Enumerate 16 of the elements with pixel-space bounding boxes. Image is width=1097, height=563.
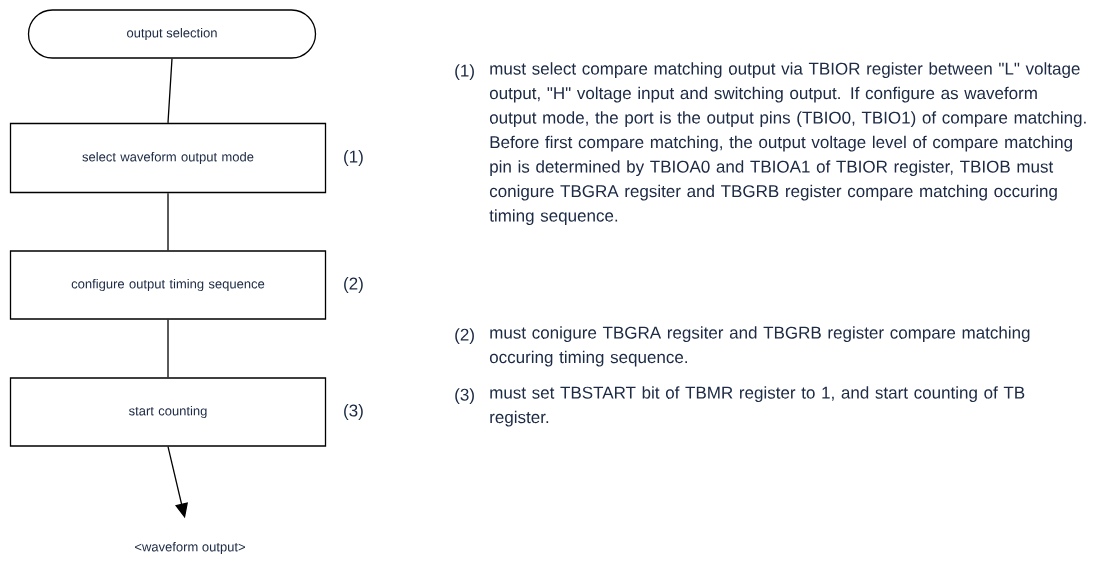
note-number: (2): [455, 328, 474, 345]
note-text: must conigure TBGRA regsiter and TBGRB register compare matching occuring timing sequence.: [489, 326, 1030, 367]
note-text: must set TBSTART bit of TBMR register to 1, and start counting of TB register.: [490, 386, 1025, 427]
note-text: must select compare matching output via TBIOR register between "L" voltage output, "H" voltage input and switching output. If configure as waveform output mode, the port is the output pins (TBIO0, TBIO1) of compare matching. Before first compare matching, the output voltage level of compare matching pin is determined by TBIOA0 and TBIOA1 of TBIOR register, TBIOB must conigure TBGRA regsiter and TBGRB register compare matching occuring timing sequence.: [489, 62, 1086, 226]
process-box: select waveform output mode: [9, 122, 327, 194]
connector-line: [167, 192, 169, 251]
connector-line: [167, 58, 173, 124]
connector-line: [167, 319, 169, 378]
process-box: configure output timing sequence: [9, 250, 327, 320]
note-number: (1): [455, 64, 474, 81]
note-number: (3): [455, 388, 474, 405]
step-number: (1): [344, 150, 363, 166]
step-number: (3): [344, 404, 363, 420]
output-label: <waveform output>: [135, 541, 245, 555]
step-number: (2): [344, 277, 363, 293]
process-box: start counting: [9, 377, 327, 447]
